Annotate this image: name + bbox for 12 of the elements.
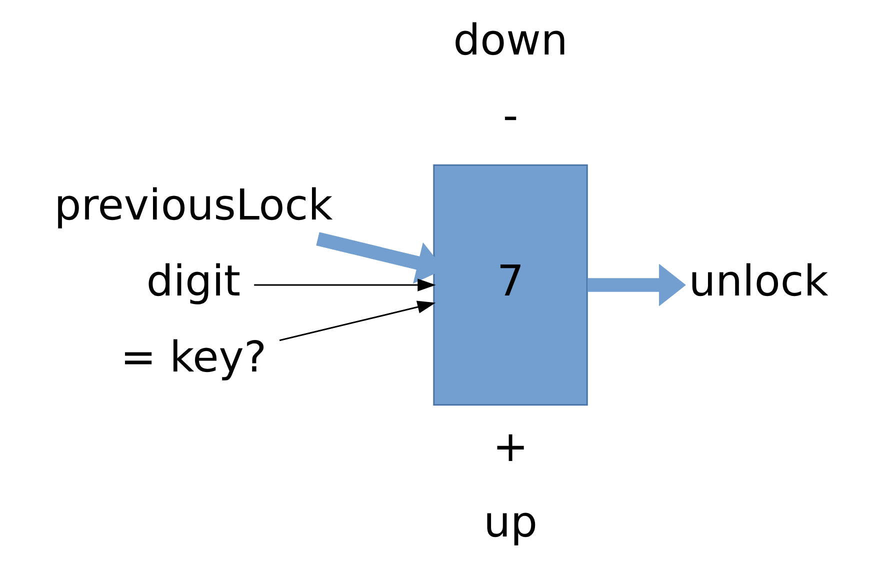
- node-text: = key?: [120, 333, 266, 382]
- label: up: [483, 498, 537, 548]
- label: down: [452, 16, 568, 66]
- arrow: [254, 278, 436, 292]
- node-text: unlock: [688, 257, 828, 306]
- label: -: [502, 92, 518, 142]
- label: +: [492, 422, 528, 472]
- node-text: previousLock: [54, 182, 332, 231]
- node-text: digit: [146, 257, 240, 306]
- arrow: [278, 300, 436, 342]
- node-box: 7: [432, 164, 588, 406]
- arrow: [587, 264, 686, 306]
